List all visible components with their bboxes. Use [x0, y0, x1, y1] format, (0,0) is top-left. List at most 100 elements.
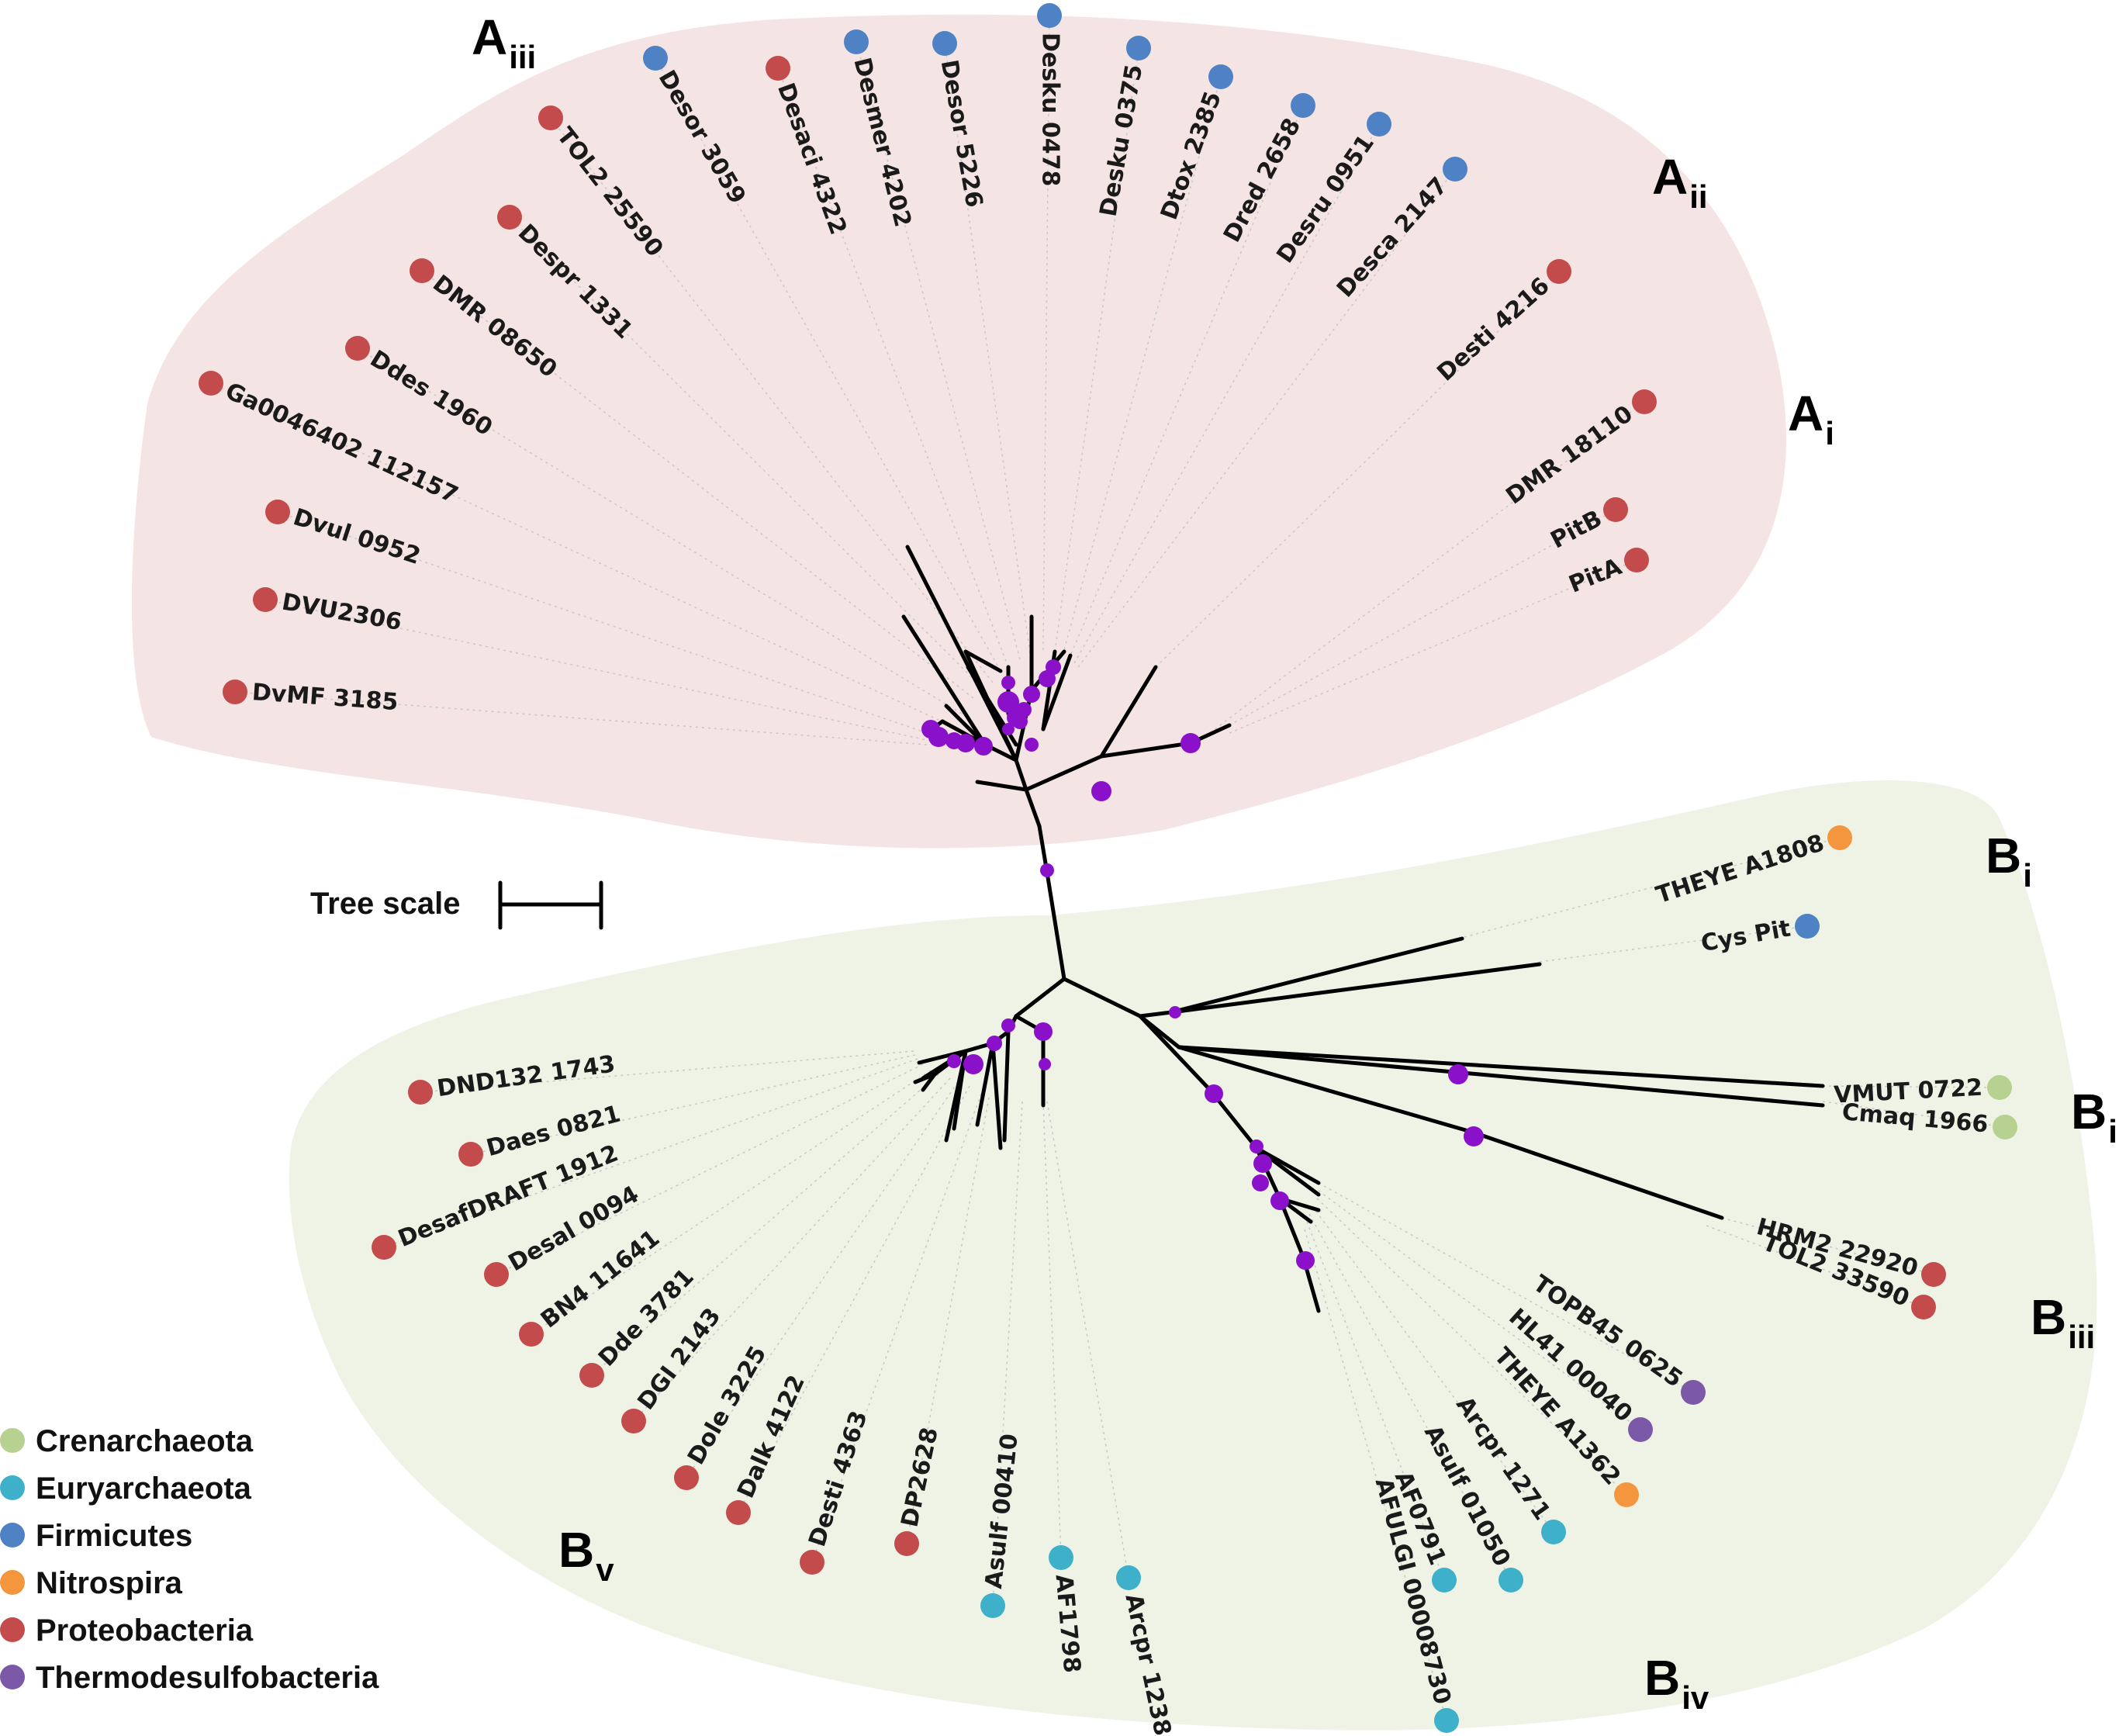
tree-branch — [1177, 1045, 1476, 1135]
bootstrap-node — [1169, 1006, 1181, 1018]
legend-swatch — [0, 1475, 25, 1500]
leaf-guide — [1706, 1225, 1924, 1308]
tree-branch — [1177, 1045, 1825, 1108]
bootstrap-node — [1039, 1058, 1051, 1070]
leaf-guide — [1042, 1101, 1062, 1558]
tree-branch — [1138, 1010, 1174, 1018]
tree-branch — [1041, 653, 1073, 731]
bootstrap-node — [1040, 863, 1054, 877]
leaf-guide — [1068, 105, 1304, 660]
tree-branch — [944, 704, 987, 747]
bootstrap-node — [1180, 733, 1201, 753]
bootstrap-node — [1012, 714, 1028, 729]
tree-scale-label: Tree scale — [310, 887, 461, 921]
bootstrap-node — [978, 738, 992, 752]
leaf-guide — [496, 1063, 924, 1275]
legend-item: Thermodesulfobacteria — [0, 1661, 379, 1695]
tree-branch — [1062, 977, 1142, 1018]
leaf-dot — [674, 1465, 699, 1490]
leaf-dot — [1432, 1568, 1457, 1592]
leaf-guide — [1209, 401, 1645, 734]
leaf-dot — [621, 1409, 646, 1433]
leaf-dot — [1603, 497, 1628, 522]
leaf-guide — [1822, 1085, 2000, 1088]
legend-item: Firmicutes — [0, 1519, 192, 1553]
leaf-dot — [1628, 1417, 1653, 1442]
leaf-guide — [1155, 271, 1560, 668]
leaf-guide — [777, 67, 1009, 668]
tree-branch — [1138, 1014, 1212, 1092]
tree-branch — [1014, 758, 1028, 792]
tree-branch — [917, 1049, 968, 1065]
bootstrap-node — [1001, 1018, 1015, 1032]
bootstrap-node — [1002, 723, 1015, 735]
bootstrap-node — [928, 727, 949, 747]
leaf-dot — [1632, 389, 1657, 414]
tree-branch — [1169, 962, 1542, 1015]
leaf-guide — [1539, 925, 1808, 963]
leaf-guide — [550, 117, 994, 683]
legend-label: Crenarchaeota — [36, 1424, 254, 1458]
leaf-dot — [1993, 1115, 2017, 1139]
leaf-dot — [410, 258, 434, 283]
leaf-guide — [1304, 1229, 1447, 1721]
tree-branch — [901, 614, 987, 747]
leaf-guide — [1054, 47, 1139, 652]
leaf-guide — [234, 691, 928, 745]
leaf-dot — [1037, 3, 1062, 28]
legend-label: Euryarchaeota — [36, 1471, 252, 1506]
leaf-dot — [1367, 112, 1391, 137]
legend-label: Proteobacteria — [36, 1613, 254, 1648]
tree-branch — [1024, 787, 1042, 828]
leaf-guide — [1457, 837, 1841, 939]
tree-branch — [1002, 1029, 1011, 1143]
tree-branch — [1099, 665, 1158, 759]
tree-branch — [921, 1072, 937, 1092]
tree-branch — [1177, 1045, 1825, 1088]
bootstrap-node — [963, 1054, 983, 1074]
bootstrap-node — [1034, 1022, 1053, 1041]
bootstrap-node — [1091, 781, 1111, 801]
leaf-guide — [1073, 123, 1380, 664]
bootstrap-node — [1205, 1084, 1223, 1103]
leaf-dot — [265, 500, 290, 524]
tree-scale: Tree scale — [310, 880, 603, 930]
leaf-dot — [1443, 157, 1467, 182]
legend-label: Firmicutes — [36, 1519, 192, 1553]
leaf-guide — [421, 270, 974, 699]
leaf-dot — [1911, 1295, 1936, 1319]
legend-swatch — [0, 1523, 25, 1548]
leaf-guide — [1306, 1221, 1445, 1581]
leaf-dot — [1049, 1545, 1073, 1570]
leaf-dot — [1624, 548, 1649, 572]
leaf-dot — [932, 31, 957, 56]
leaf-dot — [1795, 914, 1820, 939]
leaf-guide — [591, 1074, 939, 1376]
tree-branch — [1099, 741, 1193, 759]
leaf-dot — [579, 1363, 604, 1388]
leaf-guide — [856, 41, 1021, 660]
phylum-legend: CrenarchaeotaEuryarchaeotaFirmicutesNitr… — [0, 1424, 379, 1695]
legend-swatch — [0, 1665, 25, 1689]
bootstrap-node — [1025, 738, 1039, 752]
leaf-guide — [738, 1085, 970, 1513]
legend-label: Nitrospira — [36, 1566, 183, 1600]
tree-branch — [1471, 1130, 1724, 1220]
bootstrap-node — [1046, 659, 1061, 675]
bootstrap-node — [987, 1036, 1002, 1051]
tree-branch — [975, 780, 1028, 792]
legend-item: Nitrospira — [0, 1566, 183, 1600]
bootstrap-node — [1252, 1174, 1269, 1191]
leaf-dot — [980, 1593, 1005, 1618]
leaf-node: Desku 0478 — [1037, 3, 1064, 186]
leaf-guide — [420, 1050, 914, 1093]
leaf-dot — [1614, 1482, 1639, 1507]
leaf-dot — [458, 1142, 483, 1167]
leaf-dot — [800, 1550, 824, 1575]
leaf-dot — [1499, 1568, 1523, 1592]
leaf-dot — [199, 371, 223, 396]
leaf-guide — [470, 1054, 916, 1155]
legend-swatch — [0, 1428, 25, 1453]
leaf-dot — [766, 56, 790, 81]
